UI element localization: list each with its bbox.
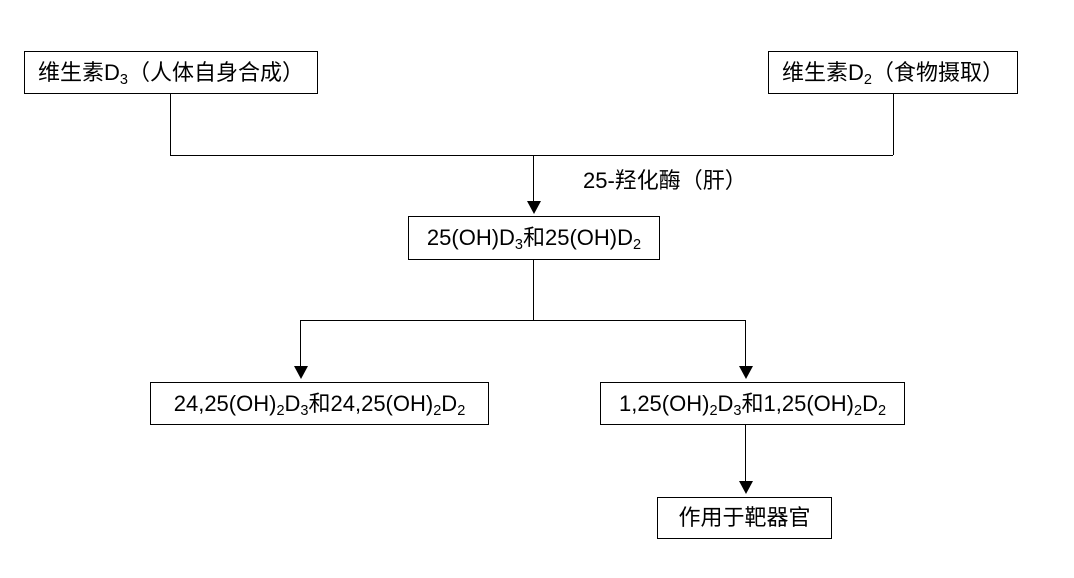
node-target-organ: 作用于靶器官 [657,497,832,539]
subscript-2: 2 [709,402,718,419]
connector-mid-stem [533,260,534,321]
arrowhead-to-25oh [527,201,541,214]
edge-label-25-hydroxylase: 25-羟化酶（肝） [583,168,747,193]
node-vitamin-d3: 维生素D3（人体自身合成） [24,51,318,94]
node-25-hydroxy-vitamin-d-label: 25(OH)D3和25(OH)D2 [426,225,642,254]
subscript-3: 3 [733,402,742,419]
subscript-2: 2 [853,402,863,419]
node-1-25-dihydroxy-vitamin-d: 1,25(OH)2D3和1,25(OH)2D2 [600,382,905,425]
node-vitamin-d3-label: 维生素D3（人体自身合成） [38,59,304,88]
node-24-25-dihydroxy-vitamin-d: 24,25(OH)2D3和24,25(OH)2D2 [150,382,489,425]
connector-top-stem [533,155,534,203]
node-25-hydroxy-vitamin-d: 25(OH)D3和25(OH)D2 [408,216,660,260]
subscript-2: 2 [863,71,872,88]
node-vitamin-d2: 维生素D2（食物摄取） [768,51,1018,94]
node-vitamin-d2-label: 维生素D2（食物摄取） [782,59,1004,88]
arrowhead-to-target-organ [739,481,753,494]
subscript-2: 2 [433,402,442,419]
subscript-3: 3 [514,237,523,254]
connector-to-target-organ [745,425,746,483]
connector-d3-down [170,94,171,155]
subscript-2: 2 [457,402,466,419]
arrowhead-to-125oh [739,366,753,379]
subscript-3: 3 [119,71,128,88]
node-24-25-dihydroxy-vitamin-d-label: 24,25(OH)2D3和24,25(OH)2D2 [173,390,466,419]
connector-top-merge-bar [170,155,893,156]
node-1-25-dihydroxy-vitamin-d-label: 1,25(OH)2D3和1,25(OH)2D2 [618,390,887,419]
connector-fanout-bar [300,320,746,321]
node-target-organ-label: 作用于靶器官 [678,505,811,530]
connector-right-branch [745,320,746,368]
subscript-2: 2 [633,237,642,254]
connector-d2-down [893,94,894,155]
arrowhead-to-2425oh [294,366,308,379]
subscript-2: 2 [276,402,285,419]
subscript-3: 3 [300,402,309,419]
subscript-2: 2 [877,402,887,419]
connector-left-branch [300,320,301,368]
